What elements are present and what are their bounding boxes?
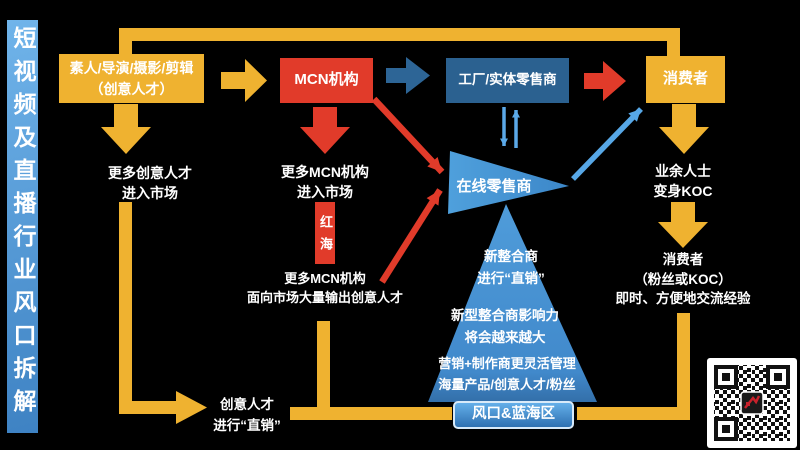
- talent-box-line1: 素人/导演/摄影/剪辑: [69, 59, 194, 76]
- label-line: 更多MCN机构: [284, 271, 366, 286]
- integrator-pyramid: [428, 204, 597, 402]
- label-line: 海量产品/创意人才/粉丝: [438, 376, 576, 392]
- label-line: 变身KOC: [653, 183, 713, 200]
- arrow-down-consumer: [659, 104, 709, 154]
- label-line: 营销+制作商更灵活管理: [438, 356, 576, 371]
- label-more-talent: 更多创意人才 进入市场: [70, 163, 230, 204]
- arrow-mcn-to-factory: [386, 57, 430, 94]
- blue-ocean-box: 风口&蓝海区: [453, 401, 574, 429]
- label-mcn-output: 更多MCN机构 面向市场大量输出创意人才: [238, 270, 412, 308]
- label-influence: 新型整合商影响力 将会越来越大: [422, 305, 588, 348]
- label-line: 即时、方便地交流经验: [615, 291, 751, 307]
- arrow-online-to-consumer: [571, 107, 643, 181]
- title-banner: 短视频及直播行业风口拆解: [7, 20, 38, 433]
- label-line: 创意人才: [220, 397, 274, 412]
- top-connector-line: [119, 28, 680, 57]
- online-retailer-label: 在线零售商: [456, 178, 532, 195]
- red-sea-tag: 红海: [315, 202, 335, 264]
- label-amateur: 业余人士 变身KOC: [632, 161, 734, 202]
- arrow-output-to-online: [379, 188, 443, 284]
- factory-retailer-box: 工厂/实体零售商: [446, 58, 569, 103]
- arrow-down-mcn: [300, 107, 350, 154]
- qr-code: [707, 358, 797, 448]
- label-line: 消费者: [662, 252, 704, 267]
- consumer-box: 消费者: [646, 56, 725, 103]
- label-line: 新整合商: [484, 249, 538, 264]
- label-integrator: 新整合商 进行“直销”: [448, 246, 574, 289]
- label-line: 新型整合商影响力: [451, 308, 559, 323]
- qr-center-logo: [740, 391, 764, 415]
- mcn-box: MCN机构: [280, 58, 373, 103]
- arrow-down-talent: [101, 104, 151, 154]
- label-line: 更多MCN机构: [281, 164, 369, 180]
- talent-box: 素人/导演/摄影/剪辑 （创意人才）: [59, 54, 204, 103]
- label-management: 营销+制作商更灵活管理 海量产品/创意人才/粉丝: [426, 354, 588, 396]
- arrow-factory-to-consumer: [584, 61, 626, 101]
- label-line: 进入市场: [122, 185, 178, 202]
- arrow-down-koc: [658, 202, 708, 248]
- mcn-column-bottom-line: [290, 321, 452, 420]
- talent-box-line2: （创意人才）: [89, 80, 174, 97]
- arrow-mcn-to-online: [371, 96, 445, 175]
- left-column-line: [119, 202, 176, 414]
- right-column-bottom-line: [577, 313, 690, 420]
- label-line: 进行“直销”: [213, 417, 281, 433]
- label-consumer-koc: 消费者 （粉丝或KOC） 即时、方便地交流经验: [601, 250, 765, 309]
- online-retailer-triangle: [448, 151, 569, 214]
- label-line: 业余人士: [655, 163, 711, 179]
- label-line: （粉丝或KOC）: [634, 271, 732, 287]
- label-line: 更多创意人才: [108, 165, 192, 181]
- label-direct-sale: 创意人才 进行“直销”: [198, 395, 296, 437]
- label-line: 将会越来越大: [464, 329, 546, 345]
- left-column-arrowhead: [176, 391, 207, 424]
- arrow-talent-to-mcn: [221, 59, 267, 102]
- label-more-mcn: 更多MCN机构 进入市场: [250, 162, 400, 203]
- label-line: 进入市场: [297, 184, 353, 201]
- label-line: 进行“直销”: [477, 270, 545, 286]
- label-line: 面向市场大量输出创意人才: [246, 289, 403, 305]
